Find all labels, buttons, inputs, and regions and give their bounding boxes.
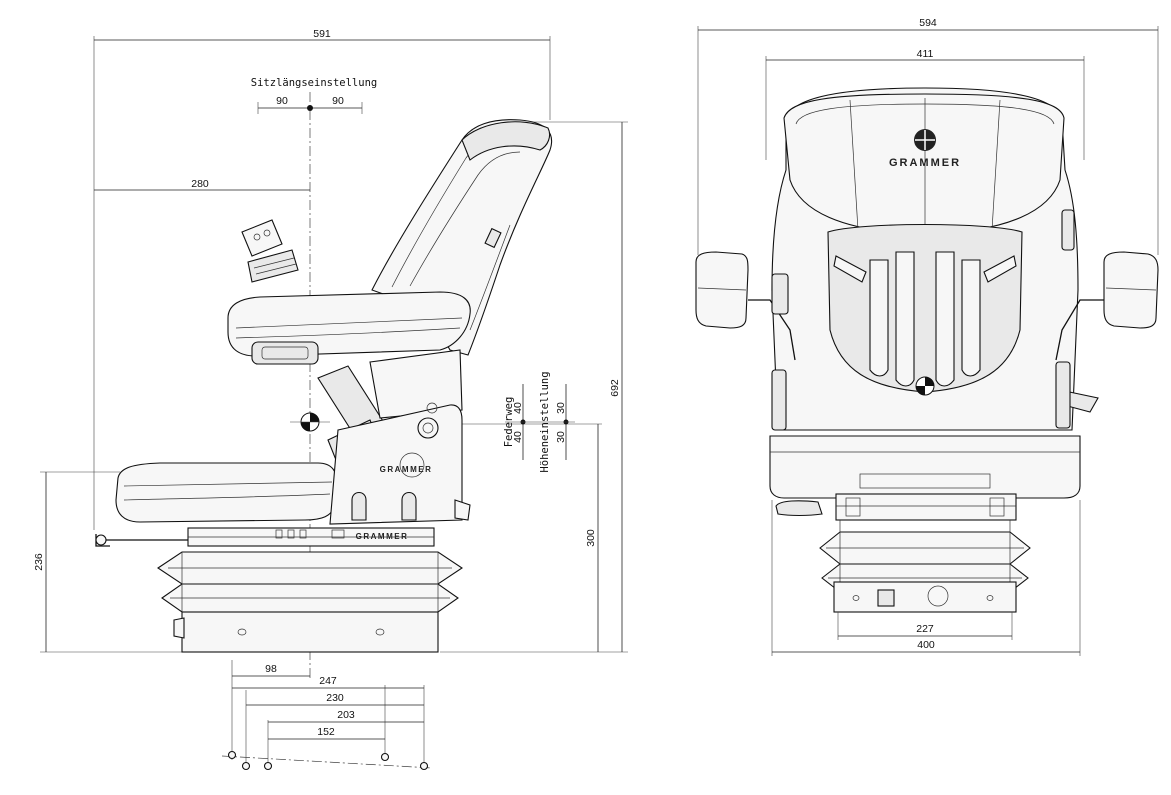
front-view: 594 411 GRAMMER bbox=[695, 17, 1159, 656]
dim-adjust-fwd-label: 90 bbox=[276, 95, 288, 107]
dim-152-label: 152 bbox=[317, 726, 335, 738]
suspension-dims: Federweg 40 40 Höheneinstellung 30 30 bbox=[503, 371, 575, 473]
seat-adjust-label: Sitzlängseinstellung bbox=[251, 77, 377, 89]
dim-total-width: 594 bbox=[697, 17, 1159, 255]
dim-backrest-width: 411 bbox=[765, 48, 1085, 160]
dim-280-label: 280 bbox=[191, 178, 209, 190]
lumbar-ribs bbox=[833, 251, 1017, 387]
armrest-left bbox=[695, 251, 796, 361]
bellows-side bbox=[157, 551, 463, 613]
mounting-dims: 98 247 230 203 152 bbox=[221, 660, 433, 771]
seat-side-drawing: GRAMMER GRAMMER bbox=[95, 119, 553, 653]
dim-height-total: 692 bbox=[440, 121, 628, 653]
dim-height-total-label: 692 bbox=[609, 379, 621, 397]
front-brand-text: GRAMMER bbox=[889, 157, 961, 169]
cg-marker-side bbox=[290, 412, 330, 432]
cg-marker-front bbox=[915, 376, 935, 396]
dim-247-label: 247 bbox=[319, 675, 337, 687]
front-brand-logo: GRAMMER bbox=[889, 129, 961, 169]
side-brand-logo: GRAMMER bbox=[380, 465, 433, 474]
dim-98-label: 98 bbox=[265, 663, 277, 675]
dim-280: 280 bbox=[94, 178, 310, 191]
dim-height-300: 300 bbox=[440, 423, 602, 652]
belt-buckle bbox=[241, 219, 299, 283]
dim-overall-depth: 591 bbox=[93, 28, 551, 530]
dim-230-label: 230 bbox=[326, 692, 344, 704]
dim-backrest-width-label: 411 bbox=[917, 48, 934, 60]
seat-front-drawing: GRAMMER bbox=[695, 87, 1159, 613]
dim-height-300-label: 300 bbox=[585, 529, 597, 547]
dim-base-400-label: 400 bbox=[917, 639, 935, 651]
bellows-front bbox=[819, 520, 1031, 593]
height-a-label: 30 bbox=[555, 402, 567, 414]
dim-203-label: 203 bbox=[337, 709, 355, 721]
side-view: 591 Sitzlängseinstellung 90 90 280 692 bbox=[33, 28, 628, 771]
travel-b-label: 40 bbox=[512, 431, 524, 443]
dim-total-width-label: 594 bbox=[919, 17, 937, 29]
dim-base-227-label: 227 bbox=[916, 623, 934, 635]
dim-seat-adjust: 90 90 bbox=[257, 95, 363, 114]
travel-a-label: 40 bbox=[512, 402, 524, 414]
dim-base-400: 400 bbox=[771, 500, 1081, 656]
dim-overall-depth-label: 591 bbox=[313, 28, 331, 40]
height-b-label: 30 bbox=[555, 431, 567, 443]
side-base-brand: GRAMMER bbox=[356, 532, 409, 541]
dim-height-low: 236 bbox=[33, 471, 200, 653]
dim-adjust-back-label: 90 bbox=[332, 95, 344, 107]
dim-base-227: 227 bbox=[837, 612, 1013, 640]
dim-height-low-label: 236 bbox=[33, 553, 45, 571]
